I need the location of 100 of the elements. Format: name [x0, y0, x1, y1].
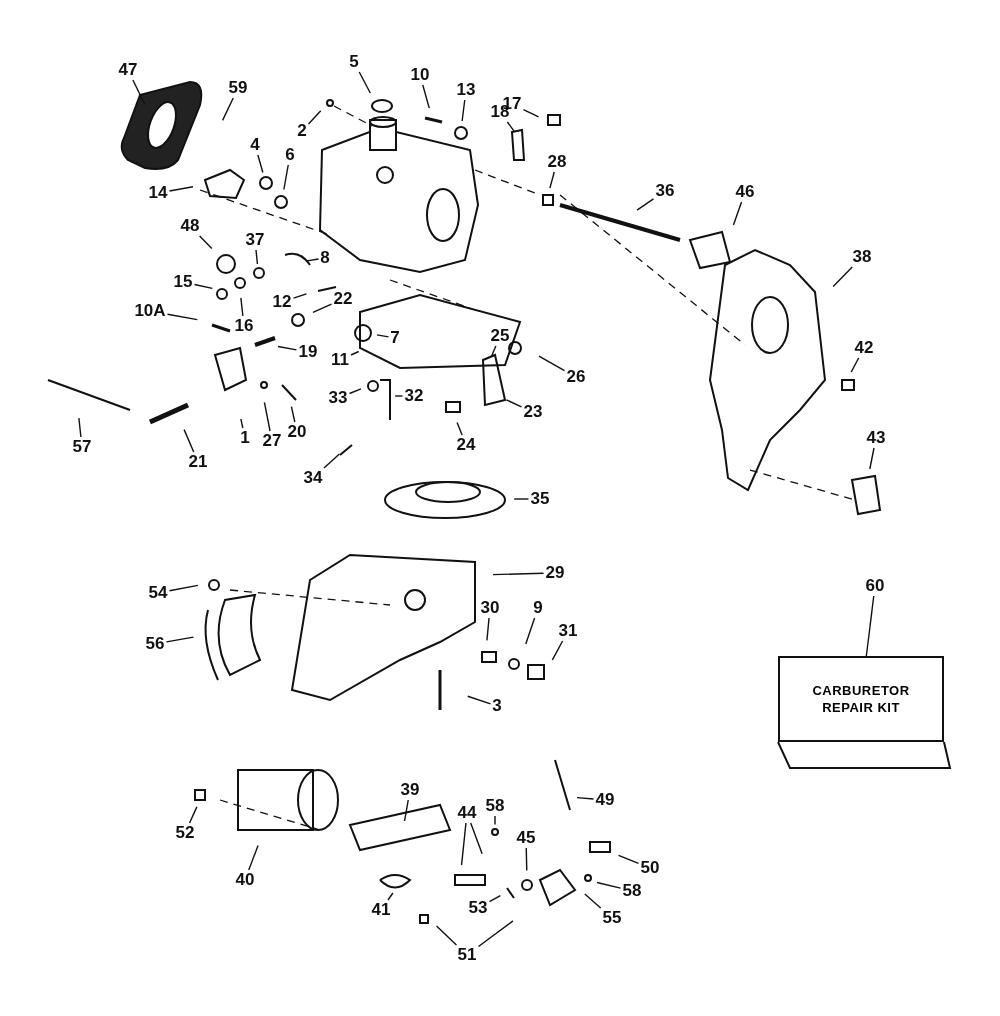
leader-line [865, 595, 875, 657]
callout-number: 51 [457, 946, 477, 964]
leader-line [435, 925, 458, 946]
callout-number: 7 [390, 329, 400, 347]
leader-line [422, 84, 430, 109]
leader-line [538, 355, 566, 372]
callout-number: 22 [333, 290, 353, 308]
leader-line [78, 417, 82, 438]
leader-line [869, 447, 875, 470]
leader-line [198, 235, 213, 250]
callout-number: 5 [349, 53, 359, 71]
leader-line [132, 79, 146, 106]
leader-line [348, 388, 362, 395]
callout-number: 57 [72, 438, 92, 456]
leader-line [221, 97, 234, 122]
callout-number: 13 [456, 81, 476, 99]
callout-number: 10A [134, 302, 166, 320]
callout-number: 24 [456, 436, 476, 454]
leader-line [525, 617, 536, 645]
leader-line [636, 198, 655, 211]
callout-number: 56 [145, 635, 165, 653]
leader-line [584, 893, 602, 909]
leader-line [307, 110, 322, 125]
leader-line [188, 806, 198, 824]
callout-number: 16 [234, 317, 254, 335]
leader-line [456, 421, 463, 436]
leader-line [193, 283, 214, 290]
callout-number: 14 [148, 184, 168, 202]
callout-number: 43 [866, 429, 886, 447]
leader-line [596, 881, 622, 889]
callout-number: 12 [272, 293, 292, 311]
callout-number: 58 [622, 882, 642, 900]
callout-number: 15 [173, 273, 193, 291]
leader-line [263, 401, 271, 432]
callout-number: 53 [468, 899, 488, 917]
callout-number: 9 [533, 599, 543, 617]
leader-line [323, 453, 341, 469]
leader-line [240, 297, 244, 317]
leader-line [248, 844, 259, 871]
repair-kit-box [778, 656, 944, 742]
leader-line [183, 428, 195, 453]
leader-line [525, 847, 528, 872]
callout-number: 23 [523, 403, 543, 421]
callout-number: 26 [566, 368, 586, 386]
callout-number: 8 [320, 249, 330, 267]
leader-line [850, 357, 860, 373]
leader-line [277, 345, 298, 351]
leader-line [290, 405, 296, 423]
leader-line [304, 258, 320, 262]
callout-number: 30 [480, 599, 500, 617]
leader-line [832, 266, 853, 288]
leader-line [617, 854, 640, 865]
callout-number: 60 [865, 577, 885, 595]
leader-line [350, 350, 360, 356]
callout-number: 1 [240, 429, 250, 447]
callout-number: 2 [297, 122, 307, 140]
callout-number: 3 [492, 697, 502, 715]
leader-line [513, 498, 530, 500]
callout-number: 40 [235, 871, 255, 889]
leader-line [403, 799, 409, 822]
callout-number: 50 [640, 859, 660, 877]
callout-number: 48 [180, 217, 200, 235]
callout-number: 54 [148, 584, 168, 602]
leader-line [461, 99, 466, 122]
leader-line [522, 108, 540, 118]
callout-number: 58 [485, 797, 505, 815]
leader-line [394, 395, 404, 397]
leader-line [576, 796, 595, 800]
callout-number: 41 [371, 901, 391, 919]
leader-line [387, 892, 394, 901]
leader-line [168, 584, 199, 592]
callout-number: 11 [331, 351, 349, 369]
callout-number: 6 [285, 146, 295, 164]
callout-number: 44 [457, 804, 477, 822]
callout-number: 59 [228, 79, 248, 97]
leader-line [166, 313, 198, 321]
leader-line [376, 334, 390, 338]
callout-number: 29 [545, 564, 565, 582]
leader-line [491, 345, 497, 357]
callout-number: 42 [854, 339, 874, 357]
callout-number: 52 [175, 824, 195, 842]
leader-line [732, 201, 743, 226]
leader-line [494, 815, 496, 826]
callout-number: 39 [400, 781, 420, 799]
leader-line [506, 121, 515, 132]
callout-number: 37 [245, 231, 265, 249]
callout-number: 45 [516, 829, 536, 847]
leader-line [292, 293, 308, 299]
leader-line [312, 303, 333, 314]
callout-number: 31 [558, 622, 578, 640]
callout-number: 19 [298, 343, 318, 361]
leader-line [283, 164, 289, 191]
leader-line [358, 71, 371, 94]
callout-number: 55 [602, 909, 622, 927]
callout-number: 49 [595, 791, 615, 809]
leader-line [257, 154, 264, 174]
callout-number: 38 [852, 248, 872, 266]
callout-number: 25 [490, 327, 510, 345]
leader-line [165, 636, 195, 643]
callout-number: 10 [410, 66, 430, 84]
